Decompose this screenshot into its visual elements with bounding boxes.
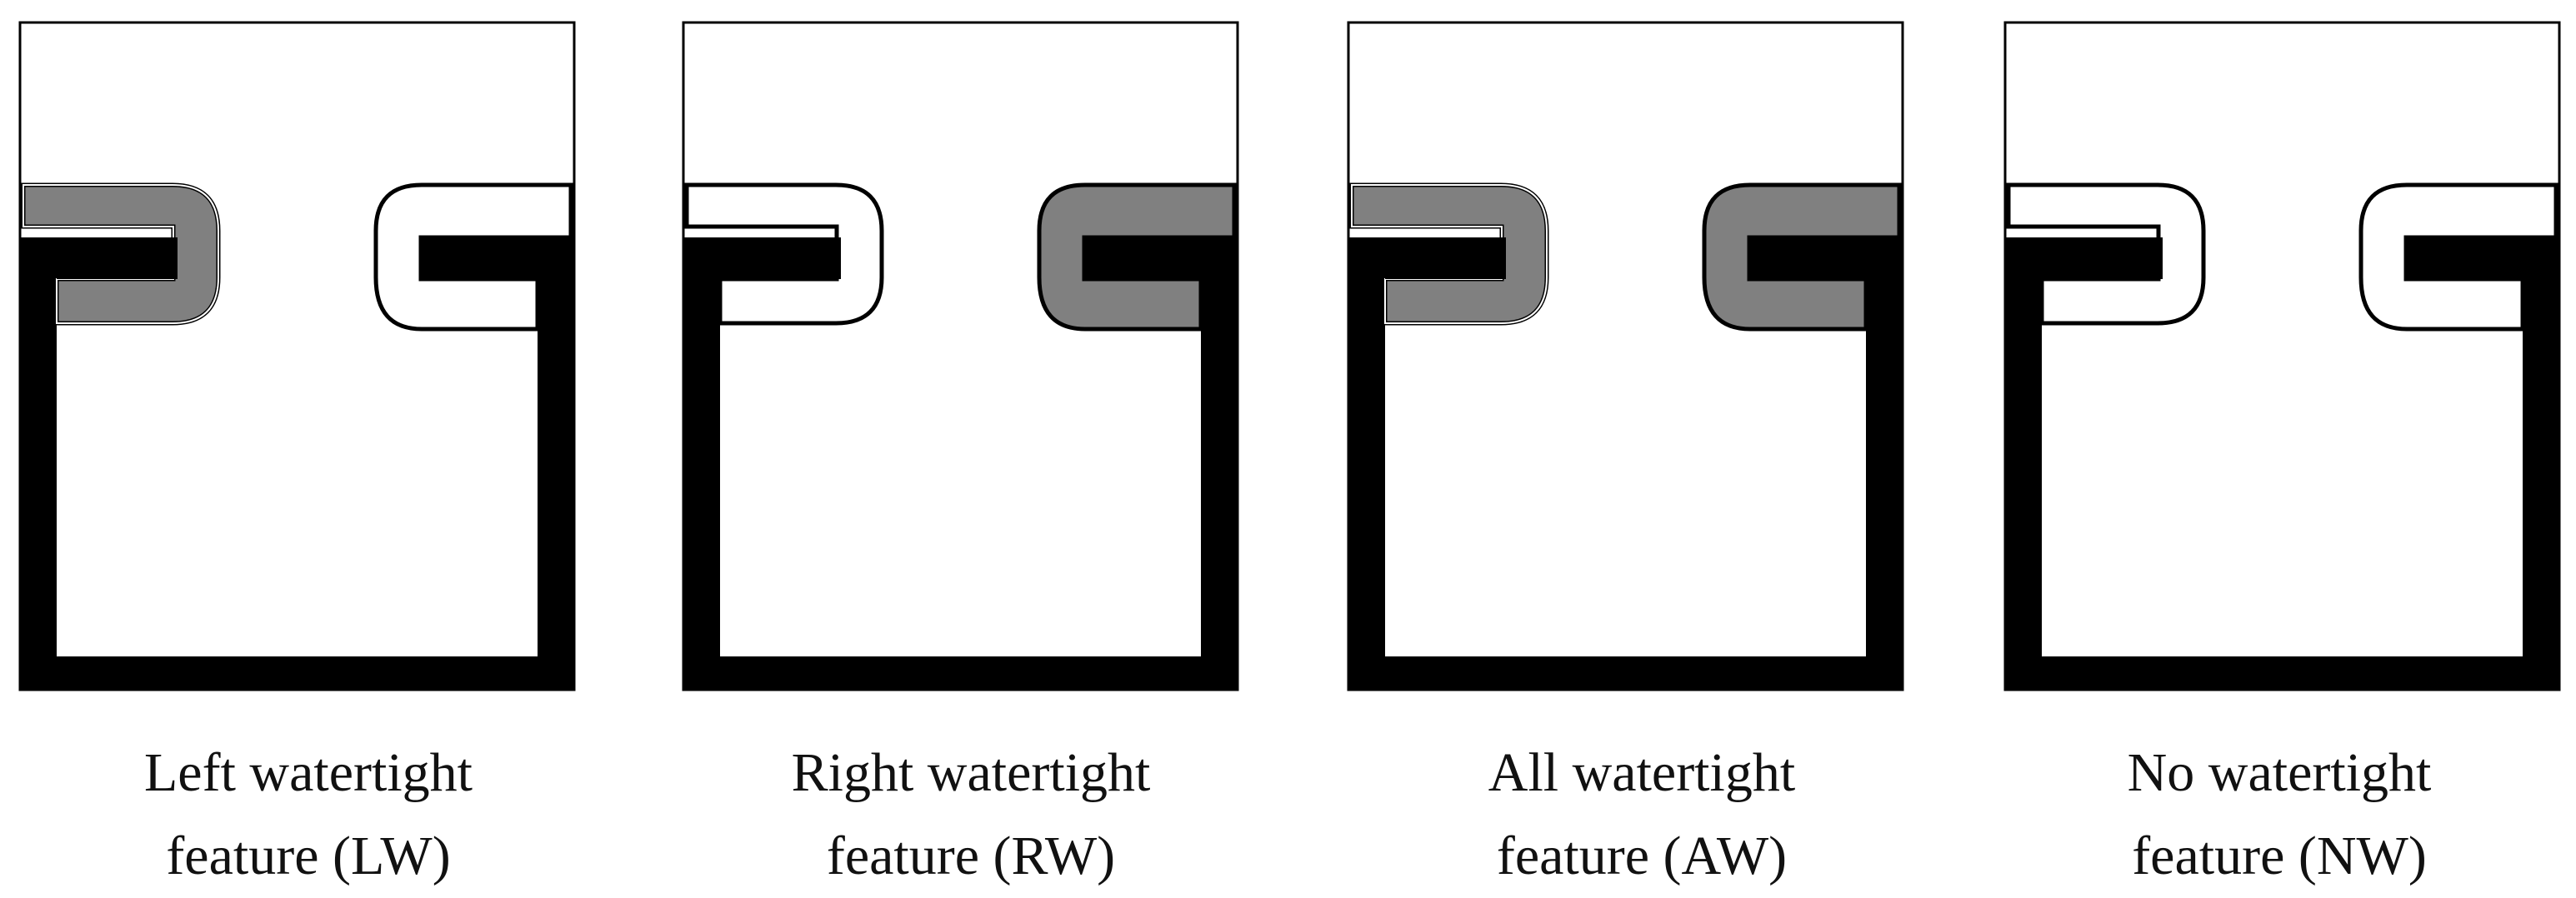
panel-no-watertight (2003, 21, 2561, 691)
right-wall (1866, 237, 1903, 690)
panel-left-watertight (18, 21, 576, 691)
left-tongue (2042, 237, 2163, 279)
right-tongue (2406, 237, 2523, 279)
bottom-wall (20, 656, 574, 690)
left-seal-profile (2006, 182, 2206, 326)
right-seal-profile (373, 182, 573, 332)
panel-right-watertight (682, 21, 1239, 691)
caption-no-watertight: No watertight feature (NW) (1971, 731, 2576, 898)
left-tongue (57, 237, 178, 279)
panel-frame (682, 21, 1239, 691)
panel-all-watertight (1347, 21, 1904, 691)
caption-line-2: feature (RW) (826, 826, 1116, 886)
right-seal-profile (2358, 182, 2558, 332)
right-tongue (1084, 237, 1201, 279)
panel-frame (18, 21, 576, 691)
right-wall (1201, 237, 1238, 690)
caption-line-2: feature (AW) (1496, 826, 1788, 886)
right-tongue (1749, 237, 1866, 279)
left-wall (683, 237, 720, 690)
left-seal-outline (23, 184, 219, 324)
caption-line-1: No watertight (2127, 742, 2432, 803)
caption-line-1: Left watertight (143, 742, 473, 803)
left-tongue (1385, 237, 1506, 279)
left-tongue (720, 237, 841, 279)
left-seal-outline (1351, 184, 1548, 324)
left-wall (20, 237, 57, 690)
bottom-wall (683, 656, 1238, 690)
caption-line-2: feature (NW) (2132, 826, 2427, 886)
right-seal-profile (1702, 182, 1902, 332)
panel-frame (1347, 21, 1904, 691)
caption-line-2: feature (LW) (166, 826, 451, 886)
left-wall (2005, 237, 2042, 690)
caption-line-1: Right watertight (791, 742, 1151, 803)
panel-frame (2003, 21, 2561, 691)
caption-all-watertight: All watertight feature (AW) (1333, 731, 1950, 898)
right-tongue (421, 237, 538, 279)
left-wall (1348, 237, 1385, 690)
right-wall (2523, 237, 2559, 690)
caption-right-watertight: Right watertight feature (RW) (663, 731, 1279, 898)
bottom-wall (1348, 656, 1903, 690)
bottom-wall (2005, 656, 2559, 690)
caption-left-watertight: Left watertight feature (LW) (0, 731, 617, 898)
right-wall (538, 237, 574, 690)
left-seal-profile (684, 182, 884, 326)
right-seal-profile (1037, 182, 1237, 332)
caption-line-1: All watertight (1488, 742, 1796, 803)
